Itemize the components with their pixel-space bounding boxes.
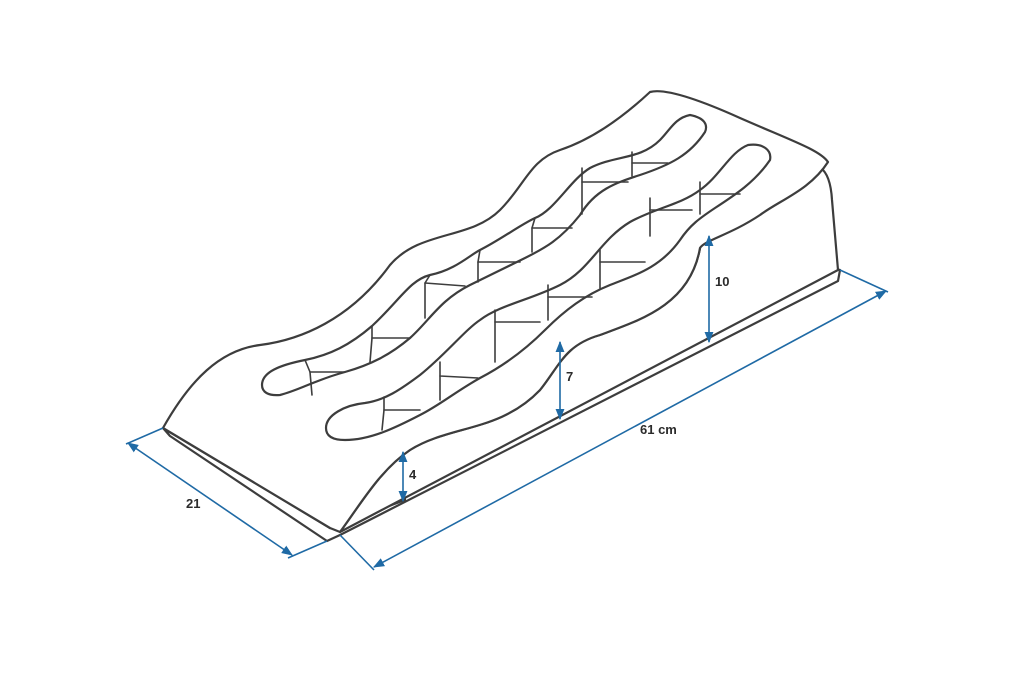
width-label: 21 (186, 496, 200, 511)
length-dimension-line (373, 290, 887, 568)
ramp-body (161, 90, 842, 543)
length-extension-left (339, 534, 375, 571)
dimension-step-mid: 7 (555, 340, 573, 421)
dimension-step-high: 10 (704, 234, 729, 344)
step-high-label: 10 (715, 274, 729, 289)
length-label: 61 cm (640, 422, 677, 437)
width-extension-right (287, 540, 328, 559)
length-extension-right (839, 269, 889, 293)
dimension-width: 21 (125, 427, 328, 559)
dimension-step-low: 4 (398, 450, 417, 503)
width-extension-left (125, 427, 164, 445)
step-mid-label: 7 (566, 369, 573, 384)
width-dimension-line (127, 442, 293, 556)
dimension-length: 61 cm (339, 269, 889, 571)
step-low-label: 4 (409, 467, 417, 482)
